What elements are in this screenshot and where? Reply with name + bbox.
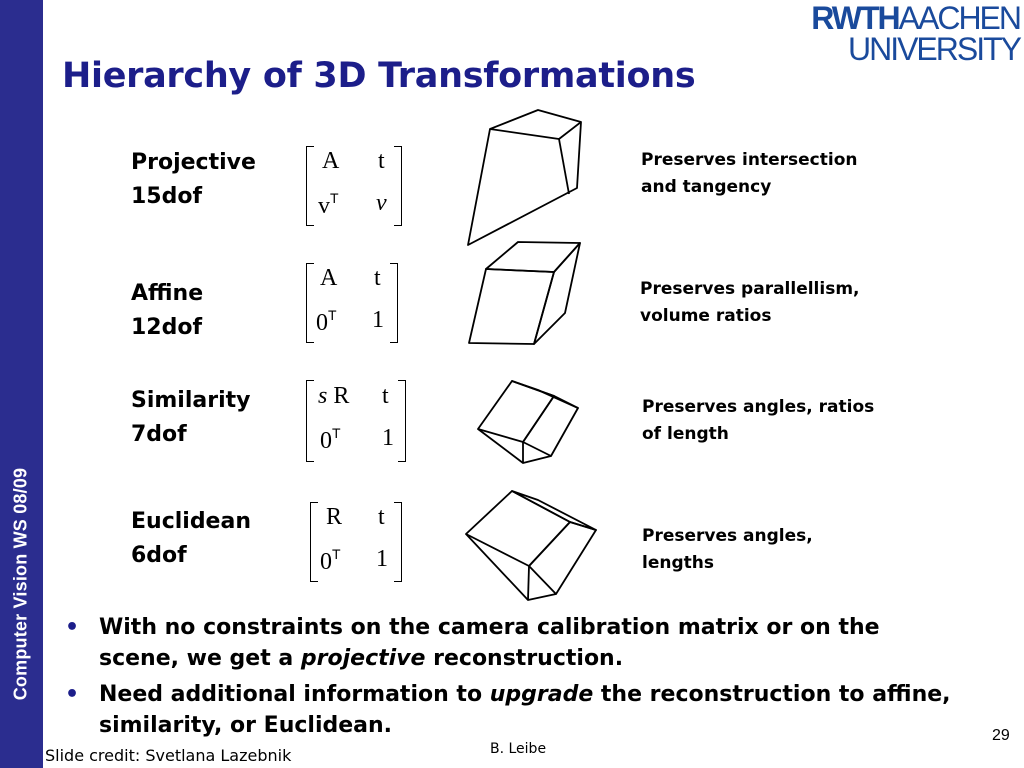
euclidean-name: Euclidean <box>131 509 251 534</box>
similarity-matrix-r1c1-scale: s <box>318 383 328 409</box>
similarity-matrix-r2c1-sup: T <box>332 425 341 441</box>
projective-label: Projective 15dof <box>131 146 256 214</box>
logo-rwth: RWTH <box>811 0 900 36</box>
affine-matrix: A t 0T 1 <box>306 263 398 343</box>
bullet-1-text: With no constraints on the camera calibr… <box>99 615 880 671</box>
projective-description: Preserves intersection and tangency <box>641 147 857 201</box>
affine-matrix-r1c1: A <box>320 265 338 291</box>
similarity-desc-line2: of length <box>642 424 729 444</box>
euclidean-shape <box>462 486 604 606</box>
projective-matrix-r2c2: v <box>376 190 387 216</box>
affine-shape <box>462 237 587 347</box>
affine-matrix-r2c1: 0 <box>316 310 328 336</box>
logo-aachen: AACHEN <box>898 0 1022 36</box>
projective-dof: 15dof <box>131 184 203 209</box>
similarity-matrix: s R t 0T 1 <box>306 380 406 462</box>
similarity-desc-line1: Preserves angles, ratios <box>642 397 875 417</box>
bullet-2-emphasis: upgrade <box>489 682 594 707</box>
similarity-matrix-r1c1: R <box>333 383 350 409</box>
bullet-1-emphasis: projective <box>300 646 426 671</box>
affine-matrix-r1c2: t <box>374 265 381 291</box>
euclidean-matrix-r2c1: 0 <box>320 549 332 575</box>
projective-matrix: A t vT v <box>306 146 402 226</box>
euclidean-description: Preserves angles, lengths <box>642 523 813 577</box>
affine-matrix-r2c2: 1 <box>372 307 384 333</box>
projective-matrix-r1c2: t <box>378 148 385 174</box>
bullet-list: • With no constraints on the camera calib… <box>62 612 962 746</box>
euclidean-desc-line2: lengths <box>642 553 714 573</box>
sidebar-bar: Computer Vision WS 08/09 <box>0 0 43 768</box>
euclidean-matrix-r1c1: R <box>326 504 343 530</box>
bullet-item: •Need additional information to upgrade … <box>62 679 962 741</box>
projective-desc-line2: and tangency <box>641 177 772 197</box>
similarity-dof: 7dof <box>131 422 187 447</box>
euclidean-matrix-r2c1-sup: T <box>332 546 341 562</box>
similarity-shape <box>472 374 584 466</box>
logo-university: UNIVERSITY <box>847 31 1022 67</box>
similarity-matrix-r2c1: 0 <box>320 428 332 454</box>
affine-desc-line1: Preserves parallellism, <box>640 279 860 299</box>
slide-title: Hierarchy of 3D Transformations <box>62 56 696 96</box>
euclidean-matrix: R t 0T 1 <box>310 502 402 582</box>
euclidean-desc-line1: Preserves angles, <box>642 526 813 546</box>
author-name: B. Leibe <box>490 741 547 757</box>
projective-shape <box>455 105 595 250</box>
affine-label: Affine 12dof <box>131 277 203 345</box>
projective-matrix-r2c1-sup: T <box>330 190 339 206</box>
projective-matrix-r2c1: v <box>318 193 330 219</box>
projective-desc-line1: Preserves intersection <box>641 150 858 170</box>
similarity-label: Similarity 7dof <box>131 384 251 452</box>
euclidean-matrix-r2c2: 1 <box>376 546 388 572</box>
affine-description: Preserves parallellism, volume ratios <box>640 276 860 330</box>
university-logo: RWTHAACHEN UNIVERSITY <box>792 0 1022 68</box>
bullet-item: • With no constraints on the camera calib… <box>62 612 962 674</box>
similarity-description: Preserves angles, ratios of length <box>642 394 874 448</box>
affine-matrix-r2c1-sup: T <box>328 307 337 323</box>
similarity-name: Similarity <box>131 388 251 413</box>
affine-desc-line2: volume ratios <box>640 306 772 326</box>
similarity-matrix-r1c2: t <box>382 383 389 409</box>
projective-name: Projective <box>131 150 256 175</box>
similarity-matrix-r2c2: 1 <box>382 425 394 451</box>
bullet-2-text: Need additional information to <box>99 682 490 707</box>
bullet-icon: • <box>65 615 80 640</box>
bullet-icon: • <box>65 682 80 707</box>
bullet-1-text-end: reconstruction. <box>425 646 624 671</box>
bullet-2-text-end: the reconstruction to affine, similarity… <box>99 682 951 738</box>
page-number: 29 <box>992 727 1010 744</box>
euclidean-dof: 6dof <box>131 543 187 568</box>
slide-credit: Slide credit: Svetlana Lazebnik <box>45 746 292 765</box>
course-label: Computer Vision WS 08/09 <box>10 467 31 701</box>
affine-name: Affine <box>131 281 204 306</box>
euclidean-label: Euclidean 6dof <box>131 505 251 573</box>
euclidean-matrix-r1c2: t <box>378 504 385 530</box>
affine-dof: 12dof <box>131 315 203 340</box>
projective-matrix-r1c1: A <box>322 148 340 174</box>
